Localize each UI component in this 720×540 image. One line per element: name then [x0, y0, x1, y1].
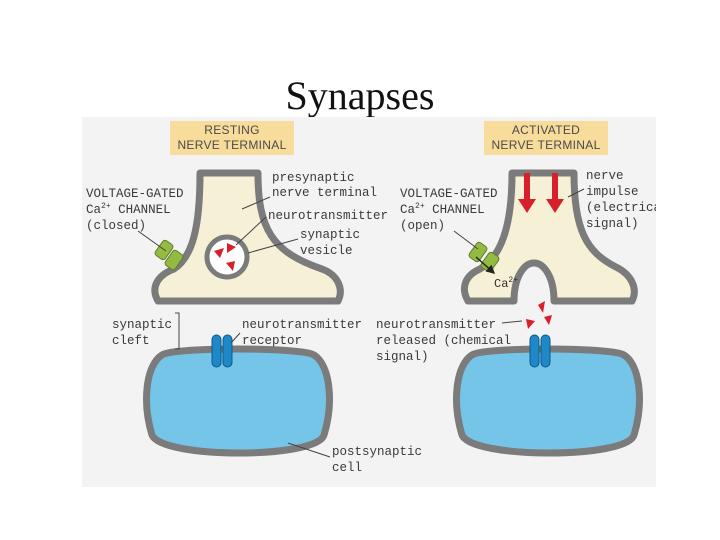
- nerve-impulse-arrows: [518, 173, 564, 213]
- activated-channel-label-3: (open): [400, 219, 445, 233]
- postsynaptic-label-2: cell: [332, 461, 362, 475]
- activated-title-box: ACTIVATED NERVE TERMINAL: [484, 121, 608, 155]
- presynaptic-label-1: presynaptic: [272, 171, 355, 185]
- resting-presynaptic-terminal: [151, 169, 344, 305]
- leader-line: [247, 238, 299, 254]
- leader-line: [235, 216, 267, 246]
- leader-line: [241, 196, 271, 210]
- neurotransmitter-receptor: [211, 334, 233, 368]
- neurotransmitter-molecule: [227, 243, 236, 253]
- impulse-label-2: impulse: [586, 185, 639, 199]
- activated-title-line2: NERVE TERMINAL: [491, 138, 600, 152]
- receptor-label-2: receptor: [242, 334, 302, 348]
- leader-line: [501, 320, 523, 324]
- activated-channel-label-2: Ca2+ CHANNEL: [400, 202, 485, 217]
- activated-postsynaptic-cell: [453, 345, 643, 457]
- vesicle-label-2: vesicle: [300, 244, 353, 258]
- leader-line: [137, 230, 167, 252]
- resting-title-line1: RESTING: [204, 123, 259, 137]
- cleft-label-1: synaptic: [112, 318, 172, 332]
- released-label-2: released (chemical: [376, 334, 511, 348]
- resting-channel-label-3: (closed): [86, 219, 146, 233]
- leader-line: [230, 332, 241, 344]
- cleft-label-2: cleft: [112, 334, 150, 348]
- resting-channel-label-1: VOLTAGE-GATED: [86, 187, 184, 201]
- resting-postsynaptic-cell: [143, 345, 333, 457]
- ca-ion-label: Ca2+: [494, 276, 518, 291]
- vesicle-label-1: synaptic: [300, 228, 360, 242]
- cleft-bracket: [175, 312, 180, 350]
- presynaptic-label-2: nerve terminal: [272, 186, 377, 200]
- leader-line: [453, 230, 479, 250]
- receptor-label-1: neurotransmitter: [242, 318, 362, 332]
- neurotransmitter-molecule: [214, 248, 224, 258]
- slide-title: Synapses: [285, 73, 435, 118]
- activated-channel-label-1: VOLTAGE-GATED: [400, 187, 498, 201]
- neurotransmitter-label: neurotransmitter: [268, 209, 388, 223]
- resting-title-box: RESTING NERVE TERMINAL: [170, 121, 294, 155]
- impulse-label-4: signal): [586, 217, 639, 231]
- resting-title-line2: NERVE TERMINAL: [177, 138, 286, 152]
- neurotransmitter-molecule: [526, 319, 535, 329]
- synapse-figure: RESTING NERVE TERMINAL VOLTAGE-GATED Ca2…: [82, 117, 656, 487]
- postsynaptic-label-1: postsynaptic: [332, 445, 422, 459]
- impulse-label-3: (electrical: [586, 201, 656, 215]
- synapse-diagram: RESTING NERVE TERMINAL VOLTAGE-GATED Ca2…: [82, 117, 656, 487]
- activated-receptor: [529, 334, 551, 368]
- neurotransmitter-molecule: [226, 261, 235, 271]
- neurotransmitter-molecule: [538, 301, 545, 313]
- resting-channel-label-2: Ca2+ CHANNEL: [86, 202, 171, 217]
- released-label-3: signal): [376, 350, 429, 364]
- released-label-1: neurotransmitter: [376, 318, 496, 332]
- ca-influx-arrow: [475, 256, 496, 274]
- released-neurotransmitter: [526, 301, 552, 329]
- impulse-label-1: nerve: [586, 169, 624, 183]
- leader-line: [567, 188, 585, 198]
- activated-title-line1: ACTIVATED: [512, 123, 580, 137]
- neurotransmitter-molecule: [544, 315, 552, 325]
- synaptic-vesicle: [204, 234, 250, 280]
- leader-line: [287, 442, 331, 458]
